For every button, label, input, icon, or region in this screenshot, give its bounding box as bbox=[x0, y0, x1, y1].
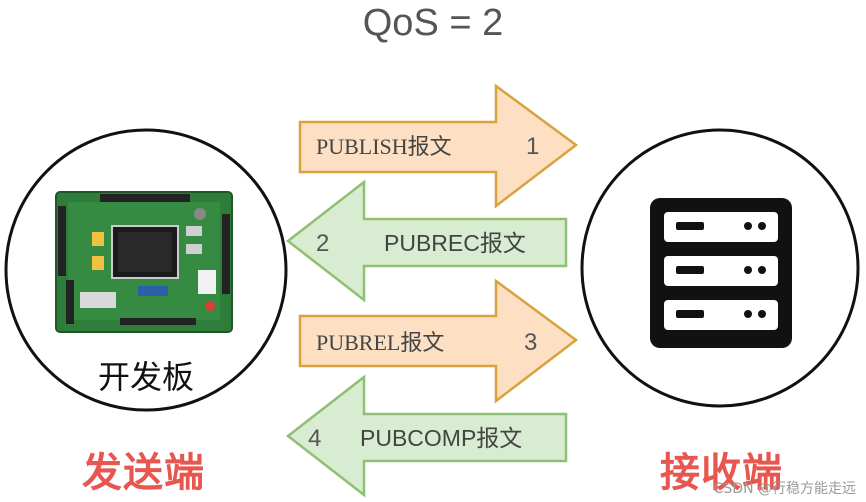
arrow-label-pubcomp: PUBCOMP报文 bbox=[360, 425, 522, 451]
watermark: CSDN @行稳方能走远 bbox=[713, 481, 856, 497]
development-board-image bbox=[55, 191, 233, 333]
arrow-number-4: 4 bbox=[308, 425, 321, 452]
arrow-label-pubrel: PUBREL报文 bbox=[316, 330, 444, 355]
arrow-pubcomp bbox=[285, 374, 568, 498]
sender-label: 发送端 bbox=[82, 450, 205, 496]
arrow-number-3: 3 bbox=[524, 329, 537, 356]
arrow-pubrel bbox=[298, 278, 579, 404]
arrow-number-1: 1 bbox=[526, 133, 539, 160]
server-icon bbox=[650, 198, 792, 348]
arrow-publish bbox=[298, 83, 579, 209]
arrow-label-pubrec: PUBREC报文 bbox=[384, 230, 526, 256]
diagram-title: QoS = 2 bbox=[362, 2, 504, 44]
arrow-label-publish: PUBLISH报文 bbox=[316, 134, 452, 159]
arrow-pubrec bbox=[285, 179, 568, 303]
receiver-label: 接收端 bbox=[660, 450, 783, 496]
board-caption: 开发板 bbox=[98, 358, 194, 396]
arrow-number-2: 2 bbox=[316, 230, 329, 257]
